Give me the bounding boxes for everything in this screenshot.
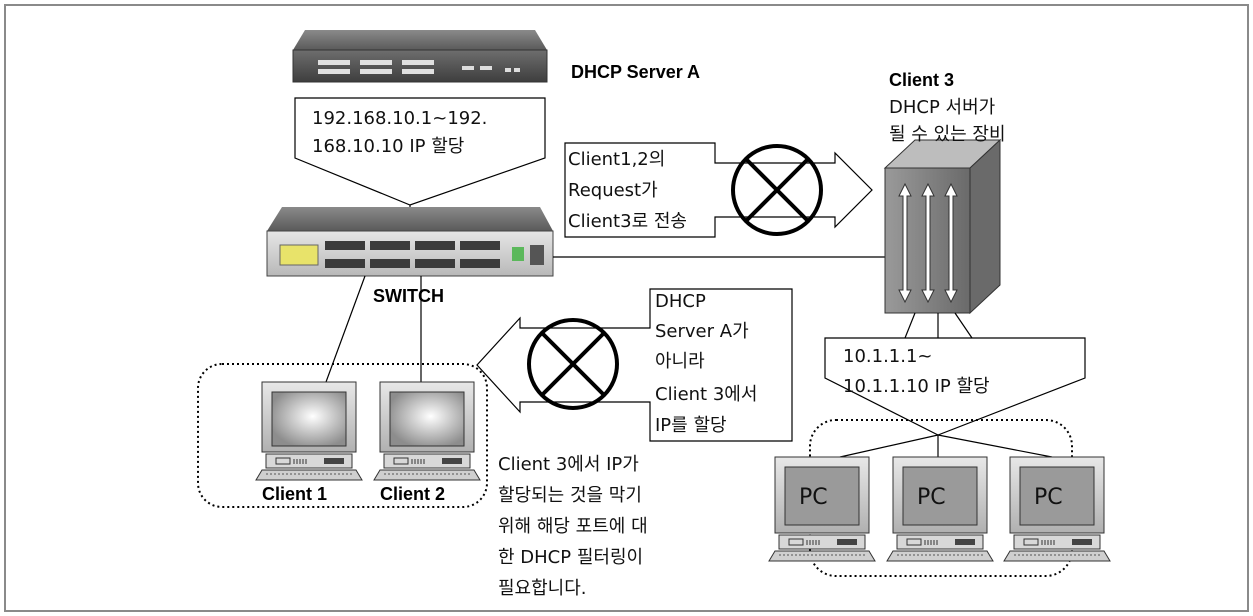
request-text-line1: Client1,2의 [568,149,665,170]
switch-device [266,207,554,277]
client1-label: Client 1 [262,484,327,504]
frame-border [4,4,1249,612]
pc-group-outline [809,419,1073,577]
request-text-line3: Client3로 전송 [568,211,687,232]
note-line2: 할당되는 것을 막기 [498,485,642,506]
pc-label: PC [917,485,946,510]
client1-computer [255,381,363,481]
dhcp-server-range-line2: 168.10.10 IP 할당 [312,136,464,157]
request-text-line2: Request가 [568,180,658,201]
pc-computer [1003,456,1111,562]
assign-text-line3: 아니라 [655,351,705,372]
note-line1: Client 3에서 IP가 [498,454,639,475]
switch-label: SWITCH [373,286,444,306]
note-line4: 한 DHCP 필터링이 [498,547,643,568]
client2-computer [373,381,481,481]
client3-title: Client 3 [889,70,954,90]
blocked-assign-icon [527,318,619,410]
client3-range-line1: 10.1.1.1~ [843,346,933,367]
dhcp-server-device [292,30,548,83]
client3-range-callout [824,337,1086,436]
note-line5: 필요합니다. [498,578,587,599]
request-arrow [564,142,873,238]
assign-arrow [476,288,793,442]
client3-desc-line1: DHCP 서버가 [889,97,995,118]
client2-label: Client 2 [380,484,445,504]
dhcp-server-range-callout [294,97,546,206]
assign-text-line2: Server A가 [655,321,749,342]
switch-client1-link [325,275,366,383]
dhcp-server-label: DHCP Server A [571,62,700,82]
client3-range-line2: 10.1.1.10 IP 할당 [843,376,990,397]
pc-label: PC [1034,485,1063,510]
assign-text-line4: Client 3에서 [655,384,757,405]
dhcp-server-range-line1: 192.168.10.1~192. [312,108,487,129]
pc-label: PC [799,485,828,510]
assign-text-line5: IP를 할당 [655,415,727,436]
client3-device [883,138,1002,315]
client-group-outline [197,363,488,508]
client3-desc-line2: 될 수 있는 장비 [889,124,1006,145]
assign-text-line1: DHCP [655,291,706,312]
blocked-request-icon [731,144,823,236]
pc-computer [768,456,876,562]
pc-computer [886,456,994,562]
note-line3: 위해 해당 포트에 대 [498,516,648,537]
